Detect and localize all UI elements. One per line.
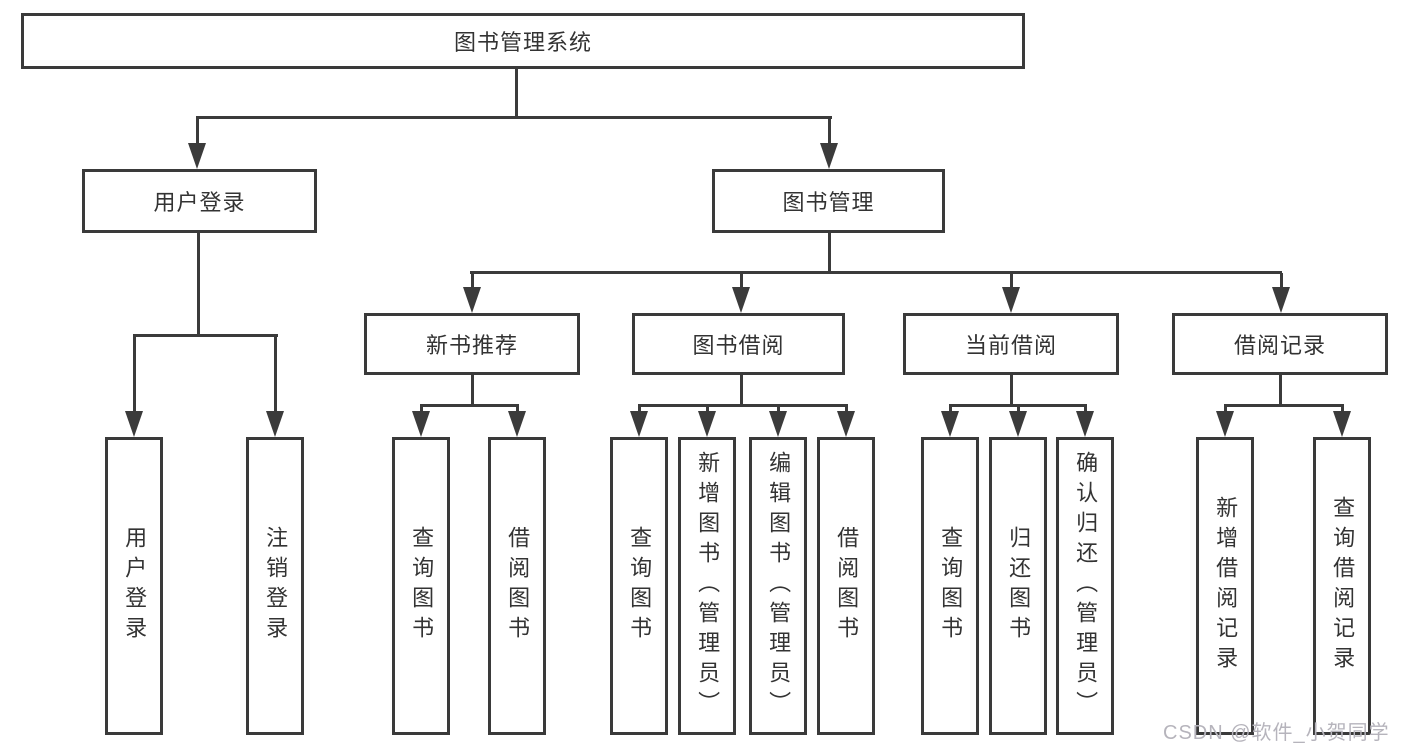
connector-line xyxy=(740,273,743,289)
node-new-book-recommend: 新书推荐 xyxy=(364,313,580,375)
arrowhead-down xyxy=(837,411,855,437)
connector-line xyxy=(1279,374,1282,407)
node-borrowing-records-label: 借阅记录 xyxy=(1233,333,1326,358)
arrowhead-down xyxy=(125,411,143,437)
connector-line xyxy=(133,336,136,412)
arrowhead-down xyxy=(188,143,206,169)
connector-line xyxy=(470,271,1282,274)
node-book-management: 图书管理 xyxy=(712,169,945,233)
node-root: 图书管理系统 xyxy=(21,13,1025,69)
leaf-confirm-return-admin-label: 确认归还（管理员） xyxy=(1073,451,1099,721)
leaf-add-books-admin-label: 新增图书（管理员） xyxy=(695,451,721,721)
connector-line xyxy=(638,404,848,407)
leaf-query-books-current-label: 查询图书 xyxy=(938,526,964,646)
leaf-user-login: 用户登录 xyxy=(105,437,163,735)
node-current-borrowing: 当前借阅 xyxy=(903,313,1119,375)
connector-line xyxy=(828,118,831,146)
connector-line xyxy=(471,374,474,407)
leaf-borrow-books-borrowing: 借阅图书 xyxy=(817,437,875,735)
node-user-login-label: 用户登录 xyxy=(153,190,246,215)
connector-line xyxy=(1010,374,1013,407)
connector-line xyxy=(949,404,1087,407)
leaf-borrow-books-borrowing-label: 借阅图书 xyxy=(834,526,860,646)
leaf-user-login-label: 用户登录 xyxy=(122,526,148,646)
connector-line xyxy=(706,406,709,414)
arrowhead-down xyxy=(630,411,648,437)
leaf-query-books-recommend: 查询图书 xyxy=(392,437,450,735)
arrowhead-down xyxy=(1002,287,1020,313)
leaf-query-books-recommend-label: 查询图书 xyxy=(409,526,435,646)
csdn-watermark: CSDN @软件_小贺同学 xyxy=(1163,722,1390,744)
arrowhead-down xyxy=(732,287,750,313)
leaf-edit-books-admin-label: 编辑图书（管理员） xyxy=(766,451,792,721)
node-book-borrowing-label: 图书借阅 xyxy=(692,333,785,358)
leaf-add-books-admin: 新增图书（管理员） xyxy=(678,437,736,735)
node-book-borrowing: 图书借阅 xyxy=(632,313,845,375)
connector-line xyxy=(1280,273,1283,289)
connector-line xyxy=(420,404,519,407)
connector-line xyxy=(1341,406,1344,414)
connector-line xyxy=(1017,406,1020,414)
node-root-label: 图书管理系统 xyxy=(453,30,592,55)
connector-line xyxy=(515,69,518,119)
node-borrowing-records: 借阅记录 xyxy=(1172,313,1388,375)
connector-line xyxy=(949,406,952,414)
connector-line xyxy=(420,406,423,414)
connector-line xyxy=(133,334,278,337)
arrowhead-down xyxy=(463,287,481,313)
connector-line xyxy=(638,406,641,414)
connector-line xyxy=(196,118,199,146)
leaf-borrow-books-recommend-label: 借阅图书 xyxy=(505,526,531,646)
connector-line xyxy=(1010,273,1013,289)
leaf-query-borrow-record: 查询借阅记录 xyxy=(1313,437,1371,735)
leaf-logout: 注销登录 xyxy=(246,437,304,735)
arrowhead-down xyxy=(769,411,787,437)
leaf-query-books-borrowing: 查询图书 xyxy=(610,437,668,735)
connector-line xyxy=(196,116,832,119)
arrowhead-down xyxy=(1076,411,1094,437)
leaf-add-borrow-record: 新增借阅记录 xyxy=(1196,437,1254,735)
connector-line xyxy=(1084,406,1087,414)
node-book-management-label: 图书管理 xyxy=(782,190,875,215)
arrowhead-down xyxy=(941,411,959,437)
arrowhead-down xyxy=(1333,411,1351,437)
arrowhead-down xyxy=(820,143,838,169)
connector-line xyxy=(516,406,519,414)
connector-line xyxy=(828,233,831,274)
leaf-query-books-borrowing-label: 查询图书 xyxy=(627,526,653,646)
leaf-add-borrow-record-label: 新增借阅记录 xyxy=(1213,496,1239,676)
leaf-confirm-return-admin: 确认归还（管理员） xyxy=(1056,437,1114,735)
node-current-borrowing-label: 当前借阅 xyxy=(964,333,1057,358)
leaf-edit-books-admin: 编辑图书（管理员） xyxy=(749,437,807,735)
connector-line xyxy=(845,406,848,414)
leaf-query-books-current: 查询图书 xyxy=(921,437,979,735)
arrowhead-down xyxy=(412,411,430,437)
connector-line xyxy=(1224,404,1344,407)
arrowhead-down xyxy=(698,411,716,437)
arrowhead-down xyxy=(1009,411,1027,437)
connector-line xyxy=(777,406,780,414)
arrowhead-down xyxy=(508,411,526,437)
connector-line xyxy=(471,273,474,289)
leaf-query-borrow-record-label: 查询借阅记录 xyxy=(1330,496,1356,676)
connector-line xyxy=(274,336,277,412)
arrowhead-down xyxy=(266,411,284,437)
arrowhead-down xyxy=(1272,287,1290,313)
leaf-return-books-label: 归还图书 xyxy=(1006,526,1032,646)
connector-line xyxy=(197,233,200,336)
leaf-logout-label: 注销登录 xyxy=(263,526,289,646)
leaf-borrow-books-recommend: 借阅图书 xyxy=(488,437,546,735)
connector-line xyxy=(1224,406,1227,414)
node-user-login: 用户登录 xyxy=(82,169,317,233)
node-new-book-recommend-label: 新书推荐 xyxy=(425,333,518,358)
arrowhead-down xyxy=(1216,411,1234,437)
leaf-return-books: 归还图书 xyxy=(989,437,1047,735)
connector-line xyxy=(740,374,743,407)
